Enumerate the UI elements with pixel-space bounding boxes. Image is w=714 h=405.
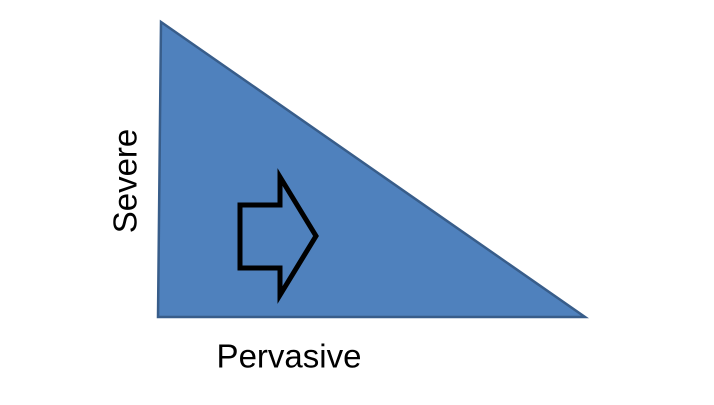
right-arrow-icon <box>237 168 319 304</box>
x-axis-label: Pervasive <box>216 337 362 375</box>
y-axis-label: Severe <box>106 128 144 234</box>
triangle-shape <box>156 19 589 319</box>
